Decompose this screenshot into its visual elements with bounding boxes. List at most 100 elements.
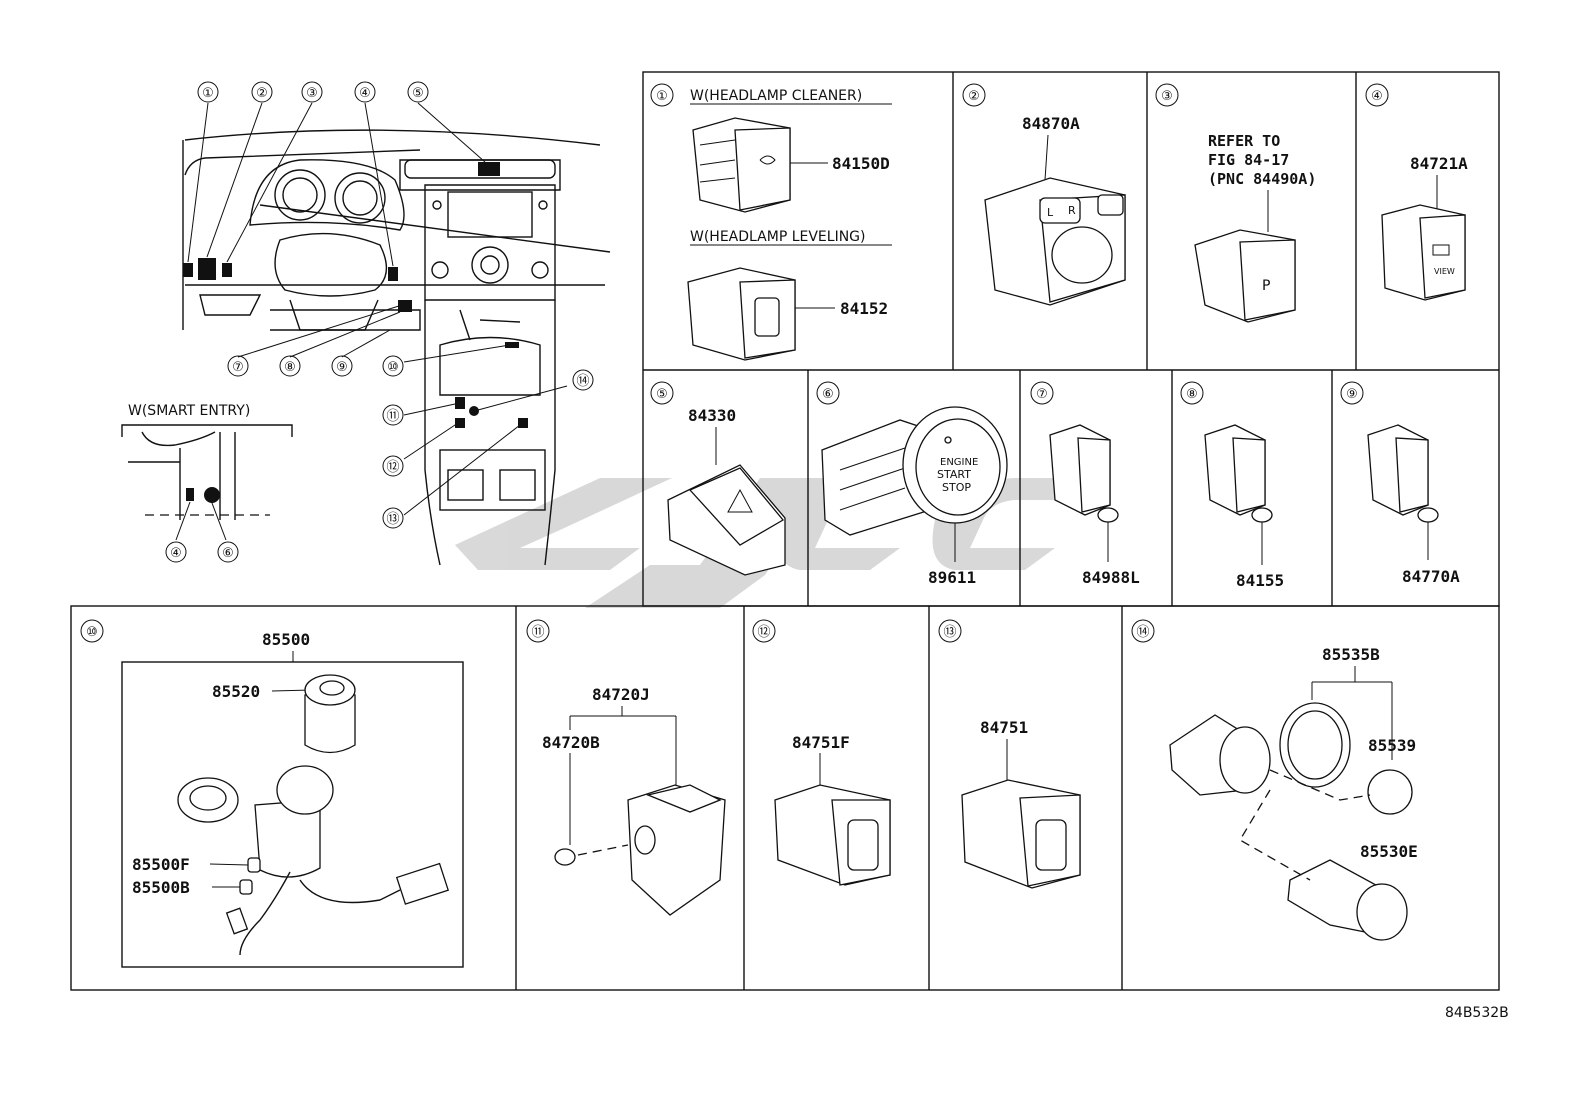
overview-callout-9: ⑨: [331, 355, 353, 377]
smart-entry-inset: W(SMART ENTRY) ④ ⑥: [121, 403, 293, 563]
panel-number-10-text: ⑩: [86, 625, 98, 640]
panel-number-6: ⑥: [816, 381, 840, 405]
part-84870A: 84870A: [1022, 114, 1080, 133]
panel-number-12-text: ⑫: [757, 625, 770, 640]
panel-number-5-text: ⑤: [656, 387, 668, 402]
panel-number-2-text: ②: [968, 89, 980, 104]
panel-2: 84870A L R: [984, 114, 1126, 306]
btn-start: START: [937, 468, 971, 481]
panel-number-10: ⑩: [80, 619, 104, 643]
overview-callout-5: ⑤: [407, 81, 429, 103]
refer-line-1: REFER TO: [1208, 132, 1280, 150]
part-84721A: 84721A: [1410, 154, 1468, 173]
part-85500F: 85500F: [132, 855, 190, 874]
part-85500: 85500: [262, 630, 310, 649]
btn-stop: STOP: [942, 481, 971, 494]
panel-number-6-text: ⑥: [822, 387, 834, 402]
panel-11: 84720J 84720B: [542, 685, 726, 916]
part-84751: 84751: [980, 718, 1028, 737]
panel-number-8: ⑧: [1180, 381, 1204, 405]
panel-7: 84988L: [1049, 424, 1140, 587]
overview-callout-7-text: ⑦: [232, 360, 244, 375]
panel-number-8-text: ⑧: [1186, 387, 1198, 402]
panel-number-1-text: ①: [656, 89, 668, 104]
part-85530E: 85530E: [1360, 842, 1418, 861]
overview-callout-10-text: ⑩: [387, 360, 399, 375]
overview-callout-8: ⑧: [279, 355, 301, 377]
panel-number-4: ④: [1365, 83, 1389, 107]
overview-callout-10: ⑩: [382, 355, 404, 377]
panel-number-7: ⑦: [1030, 381, 1054, 405]
figure-code: 84B532B: [1445, 1005, 1509, 1021]
panel-number-1: ①: [650, 83, 674, 107]
panel-12: 84751F: [774, 733, 891, 886]
overview-callout-14: ⑭: [572, 369, 594, 391]
panel-number-2: ②: [962, 83, 986, 107]
overview-callout-9-text: ⑨: [336, 360, 348, 375]
panel-10: 85500 85520 85500F 85500B: [121, 630, 464, 968]
mirror-l: L: [1047, 206, 1054, 219]
panel-number-14: ⑭: [1131, 619, 1155, 643]
view-label: VIEW: [1434, 267, 1455, 276]
overview-callout-12-text: ⑫: [386, 460, 399, 475]
part-85539: 85539: [1368, 736, 1416, 755]
part-84770A: 84770A: [1402, 567, 1460, 586]
overview-callout-13: ⑬: [382, 507, 404, 529]
panel-1: W(HEADLAMP CLEANER) W(HEADLAMP LEVELING)…: [687, 88, 892, 361]
panel-8: 84155: [1204, 424, 1284, 590]
part-84330: 84330: [688, 406, 736, 425]
smart-entry-callout-4: ④: [170, 546, 182, 561]
panel-number-7-text: ⑦: [1036, 387, 1048, 402]
btn-engine: ENGINE: [940, 457, 978, 468]
part-84751F: 84751F: [792, 733, 850, 752]
panel-9: 84770A: [1367, 424, 1460, 586]
overview-callout-13-text: ⑬: [386, 512, 399, 527]
overview-callout-2: ②: [251, 81, 273, 103]
panel-5: 84330: [667, 406, 786, 576]
mirror-r: R: [1068, 204, 1076, 217]
panel-3: REFER TO FIG 84-17 (PNC 84490A) P: [1194, 132, 1316, 323]
panel-14: 85535B 85539 85530E: [1169, 645, 1418, 941]
panel-number-11: ⑪: [526, 619, 550, 643]
panel-number-9-text: ⑨: [1346, 387, 1358, 402]
refer-line-3: (PNC 84490A): [1208, 170, 1316, 188]
overview-callout-3: ③: [301, 81, 323, 103]
overview-callout-1-text: ①: [202, 86, 214, 101]
part-85500B: 85500B: [132, 878, 190, 897]
part-85535B: 85535B: [1322, 645, 1380, 664]
panel-4: 84721A VIEW: [1381, 154, 1468, 301]
part-84720J: 84720J: [592, 685, 650, 704]
panel-number-12: ⑫: [752, 619, 776, 643]
overview-callout-4: ④: [354, 81, 376, 103]
panel-number-3: ③: [1155, 83, 1179, 107]
smart-entry-label: W(SMART ENTRY): [128, 403, 250, 419]
overview-callout-11-text: ⑪: [386, 409, 399, 424]
overview-callout-12: ⑫: [382, 455, 404, 477]
panel-13: 84751: [961, 718, 1081, 889]
panel-6: ENGINE START STOP 89611: [821, 406, 1008, 587]
panel-number-13: ⑬: [938, 619, 962, 643]
dashboard-overview: ① ② ③ ④ ⑤ ⑦ ⑧ ⑨ ⑩ ⑪ ⑫ ⑬ ⑭: [182, 81, 611, 566]
part-84152: 84152: [840, 299, 888, 318]
overview-callout-2-text: ②: [256, 86, 268, 101]
panel-number-14-text: ⑭: [1136, 625, 1149, 640]
overview-callout-7: ⑦: [227, 355, 249, 377]
panel-number-13-text: ⑬: [943, 625, 956, 640]
part-85520: 85520: [212, 682, 260, 701]
panel-grid: [70, 71, 1500, 991]
panel-number-11-text: ⑪: [531, 625, 544, 640]
note-headlamp-cleaner: W(HEADLAMP CLEANER): [690, 88, 862, 104]
overview-callout-14-text: ⑭: [576, 374, 589, 389]
part-84720B: 84720B: [542, 733, 600, 752]
overview-callout-11: ⑪: [382, 404, 404, 426]
note-headlamp-leveling: W(HEADLAMP LEVELING): [690, 229, 866, 245]
park-label: P: [1262, 278, 1270, 294]
panel-number-5: ⑤: [650, 381, 674, 405]
panel-number-4-text: ④: [1371, 89, 1383, 104]
part-89611: 89611: [928, 568, 976, 587]
part-84988L: 84988L: [1082, 568, 1140, 587]
part-84155: 84155: [1236, 571, 1284, 590]
smart-entry-callout-6: ⑥: [222, 546, 234, 561]
part-84150D: 84150D: [832, 154, 890, 173]
refer-line-2: FIG 84-17: [1208, 151, 1289, 169]
